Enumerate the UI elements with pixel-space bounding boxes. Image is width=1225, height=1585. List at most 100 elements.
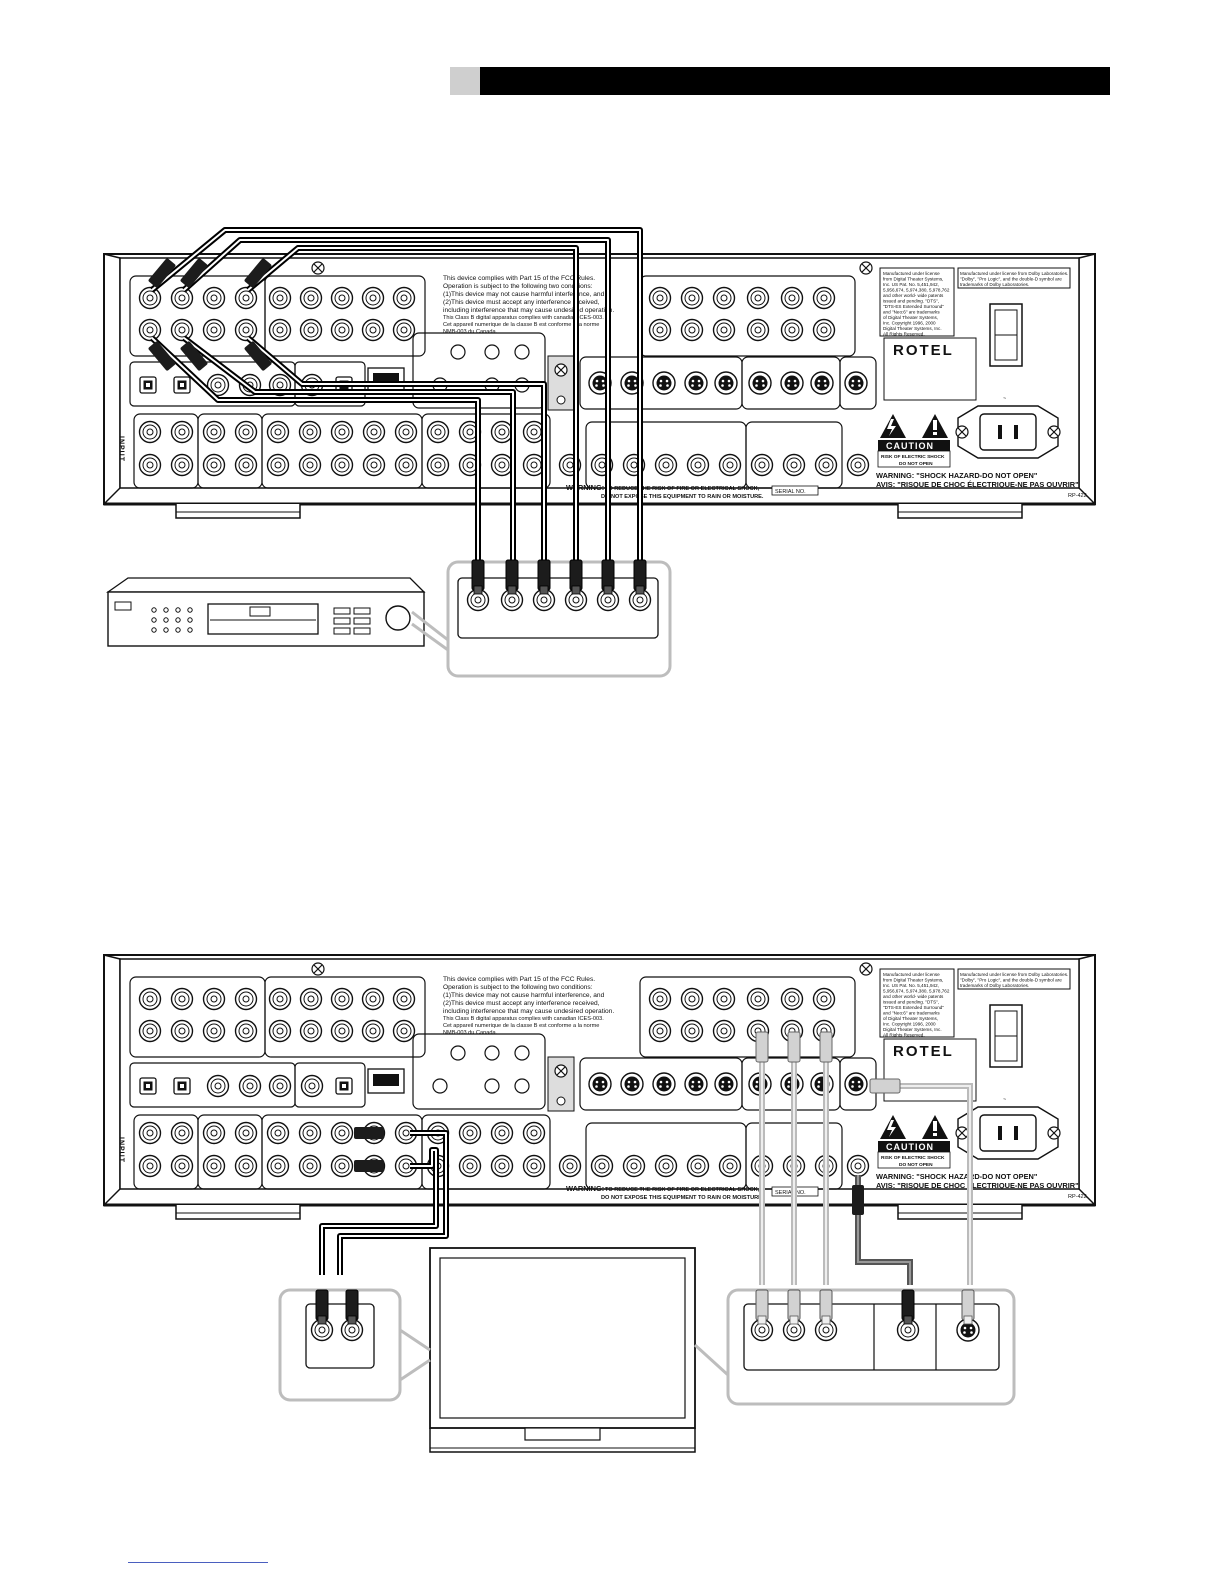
fire-warning-text: WARNING: TO REDUCE THE RISK OF FIRE OR E… — [566, 483, 819, 500]
svg-text:trademarks of Dolby Laboratori: trademarks of Dolby Laboratories. — [960, 983, 1029, 988]
svg-text:of Digital Theater Systems,: of Digital Theater Systems, — [883, 1016, 938, 1021]
svg-text:WARNING:: WARNING: — [566, 483, 604, 492]
caution-label: CAUTION RISK OF ELECTRIC SHOCK DO NOT OP… — [877, 414, 951, 468]
svg-text:"Dolby", "Pro Logic", and the: "Dolby", "Pro Logic", and the double-D s… — [960, 277, 1062, 282]
power-switch[interactable] — [989, 1004, 1023, 1068]
svg-text:"Dolby", "Pro Logic", and the: "Dolby", "Pro Logic", and the double-D s… — [960, 978, 1062, 983]
svg-text:Digital Theater Systems, Inc.: Digital Theater Systems, Inc. — [883, 1027, 942, 1032]
svg-text:ROTEL: ROTEL — [893, 342, 954, 359]
svg-text:DO NOT EXPOSE THIS EQUIPMENT T: DO NOT EXPOSE THIS EQUIPMENT TO RAIN OR … — [601, 1195, 764, 1201]
svg-text:NMB-003 du Canada.: NMB-003 du Canada. — [443, 329, 498, 335]
shock-warning-text: WARNING: "SHOCK HAZARD-DO NOT OPEN" AVIS… — [876, 471, 1087, 499]
rs232-port[interactable] — [367, 367, 405, 393]
power-switch[interactable] — [989, 303, 1023, 367]
fcc-compliance-text: This device complies with Part 15 of the… — [443, 275, 614, 335]
svg-text:Manufactured under license: Manufactured under license — [883, 972, 940, 977]
s-video-jacks[interactable] — [579, 356, 877, 410]
svg-text:and other world- wide patents: and other world- wide patents — [883, 293, 944, 298]
svg-text:INPUT: INPUT — [118, 436, 125, 462]
svg-text:and other world- wide patents: and other world- wide patents — [883, 994, 944, 999]
svg-text:~: ~ — [1003, 1097, 1006, 1103]
svg-text:(2)This device must accept any: (2)This device must accept any interfere… — [443, 1000, 600, 1007]
svg-text:issued and pending. "DTS",: issued and pending. "DTS", — [883, 1000, 939, 1005]
shock-warning-text: WARNING: "SHOCK HAZARD-DO NOT OPEN" AVIS… — [876, 1172, 1087, 1200]
svg-text:"DTS-ES Extended Surround": "DTS-ES Extended Surround" — [883, 1005, 944, 1010]
ac-inlet[interactable]: ~ — [955, 1097, 1061, 1160]
svg-text:Manufactured under license fro: Manufactured under license from Dolby La… — [960, 271, 1068, 276]
svg-text:This Class B digital apparatus: This Class B digital apparatus complies … — [443, 1016, 604, 1022]
multichannel-cables — [149, 227, 643, 560]
svg-text:RISK OF ELECTRIC SHOCK: RISK OF ELECTRIC SHOCK — [881, 1155, 945, 1161]
svg-text:including interference that ma: including interference that may cause un… — [443, 307, 614, 314]
svg-text:Inc. Copyright 1996, 2000: Inc. Copyright 1996, 2000 — [883, 321, 936, 326]
svg-text:AVIS: "RISQUE DE CHOC ÉLECTRIQ: AVIS: "RISQUE DE CHOC ÉLECTRIQUE-NE PAS … — [876, 480, 1079, 489]
audio-jacks-top-left[interactable] — [129, 976, 426, 1058]
tv-video-cables — [755, 1031, 973, 1285]
svg-text:RP-422: RP-422 — [1068, 1194, 1087, 1200]
svg-text:Inc. US Pat. No. 5,451,942,: Inc. US Pat. No. 5,451,942, — [883, 983, 939, 988]
svg-text:DO NOT OPEN: DO NOT OPEN — [899, 1162, 933, 1168]
svg-text:trademarks of Dolby Laboratori: trademarks of Dolby Laboratories. — [960, 282, 1029, 287]
tv-video-input-callout — [693, 1288, 1016, 1406]
dvd-player-illustration — [105, 577, 426, 647]
diagram-1-multichannel-connection: This device complies with Part 15 of the… — [103, 227, 1096, 678]
svg-text:DO NOT EXPOSE THIS EQUIPMENT T: DO NOT EXPOSE THIS EQUIPMENT TO RAIN OR … — [601, 494, 764, 500]
television-illustration — [429, 1247, 696, 1453]
svg-text:Cet appareil numerique de la c: Cet appareil numerique de la classe B es… — [443, 322, 599, 328]
dts-license-label: Manufactured under license from Digital … — [879, 267, 955, 337]
svg-text:(2)This device must accept any: (2)This device must accept any interfere… — [443, 299, 600, 306]
svg-text:This device complies with Part: This device complies with Part 15 of the… — [443, 275, 595, 282]
dvd-output-callout — [411, 559, 672, 678]
rca-plugs-receiver-side — [148, 258, 272, 371]
svg-text:Inc. US Pat. No. 5,451,942,: Inc. US Pat. No. 5,451,942, — [883, 282, 939, 287]
svg-text:RISK OF ELECTRIC SHOCK: RISK OF ELECTRIC SHOCK — [881, 454, 945, 460]
svg-text:WARNING: "SHOCK HAZARD-DO NOT: WARNING: "SHOCK HAZARD-DO NOT OPEN" — [876, 471, 1038, 480]
section-header-bar — [450, 67, 1110, 95]
svg-text:DO NOT OPEN: DO NOT OPEN — [899, 461, 933, 467]
svg-text:from Digital Theater Systems,: from Digital Theater Systems, — [883, 277, 943, 282]
tv-audio-input-callout — [278, 1288, 431, 1402]
digital-inputs[interactable] — [129, 1062, 366, 1108]
svg-text:Digital Theater Systems, Inc.: Digital Theater Systems, Inc. — [883, 326, 942, 331]
svg-text:All Rights Reserved.: All Rights Reserved. — [883, 1033, 925, 1038]
svg-text:ROTEL: ROTEL — [893, 1043, 954, 1060]
tv-audio-cables — [319, 1127, 449, 1275]
dolby-license-label: Manufactured under license from Dolby La… — [957, 968, 1071, 990]
tv-composite-cable — [852, 1175, 913, 1285]
svg-text:CAUTION: CAUTION — [886, 1142, 934, 1152]
svg-text:This Class B digital apparatus: This Class B digital apparatus complies … — [443, 315, 604, 321]
svg-text:"DTS-ES Extended Surround": "DTS-ES Extended Surround" — [883, 304, 944, 309]
dts-license-label: Manufactured under license from Digital … — [879, 968, 955, 1038]
caution-label: CAUTION RISK OF ELECTRIC SHOCK DO NOT OP… — [877, 1115, 951, 1169]
svg-text:All Rights Reserved.: All Rights Reserved. — [883, 332, 925, 337]
footer-link-underline[interactable] — [128, 1562, 268, 1563]
rs232-port[interactable] — [367, 1068, 405, 1094]
ac-inlet[interactable]: ~ — [955, 396, 1061, 459]
svg-text:including interference that ma: including interference that may cause un… — [443, 1008, 614, 1015]
svg-text:RP-422: RP-422 — [1068, 493, 1087, 499]
svg-text:TO REDUCE THE RISK OF FIRE OR: TO REDUCE THE RISK OF FIRE OR ELECTRICAL… — [605, 1187, 760, 1193]
svg-text:WARNING: "SHOCK HAZARD-DO NOT: WARNING: "SHOCK HAZARD-DO NOT OPEN" — [876, 1172, 1038, 1181]
diagram-2-tv-connection: This device complies with Part 15 of the… — [103, 954, 1096, 1453]
svg-text:Operation is subject to the fo: Operation is subject to the following tw… — [443, 283, 593, 290]
svg-text:and "Neo:6" are trademarks: and "Neo:6" are trademarks — [883, 1011, 940, 1016]
svg-text:TO REDUCE THE RISK OF FIRE OR: TO REDUCE THE RISK OF FIRE OR ELECTRICAL… — [605, 486, 760, 492]
svg-text:Inc. Copyright 1996, 2000: Inc. Copyright 1996, 2000 — [883, 1022, 936, 1027]
svg-text:and "Neo:6" are trademarks: and "Neo:6" are trademarks — [883, 310, 940, 315]
svg-text:(1)This device may not cause h: (1)This device may not cause harmful int… — [443, 992, 605, 999]
svg-text:5,956,674, 5,974,380, 5,978,76: 5,956,674, 5,974,380, 5,978,762 — [883, 288, 950, 293]
svg-text:CAUTION: CAUTION — [886, 441, 934, 451]
dolby-license-label: Manufactured under license from Dolby La… — [957, 267, 1071, 289]
audio-jacks-top-right[interactable] — [639, 976, 856, 1058]
svg-text:5,956,674, 5,974,380, 5,978,76: 5,956,674, 5,974,380, 5,978,762 — [883, 989, 950, 994]
rotel-logo-plate: ROTEL — [883, 337, 977, 401]
video-jacks-middle[interactable] — [412, 1033, 575, 1112]
svg-text:SERIAL NO.: SERIAL NO. — [775, 489, 806, 495]
rotel-logo-plate: ROTEL — [883, 1038, 977, 1102]
svg-text:SERIAL NO.: SERIAL NO. — [775, 1190, 806, 1196]
svg-text:INPUT: INPUT — [118, 1137, 125, 1163]
svg-text:AVIS: "RISQUE DE CHOC ÉLECTRIQ: AVIS: "RISQUE DE CHOC ÉLECTRIQUE-NE PAS … — [876, 1181, 1079, 1190]
svg-text:of Digital Theater Systems,: of Digital Theater Systems, — [883, 315, 938, 320]
svg-text:Manufactured under license fro: Manufactured under license from Dolby La… — [960, 972, 1068, 977]
